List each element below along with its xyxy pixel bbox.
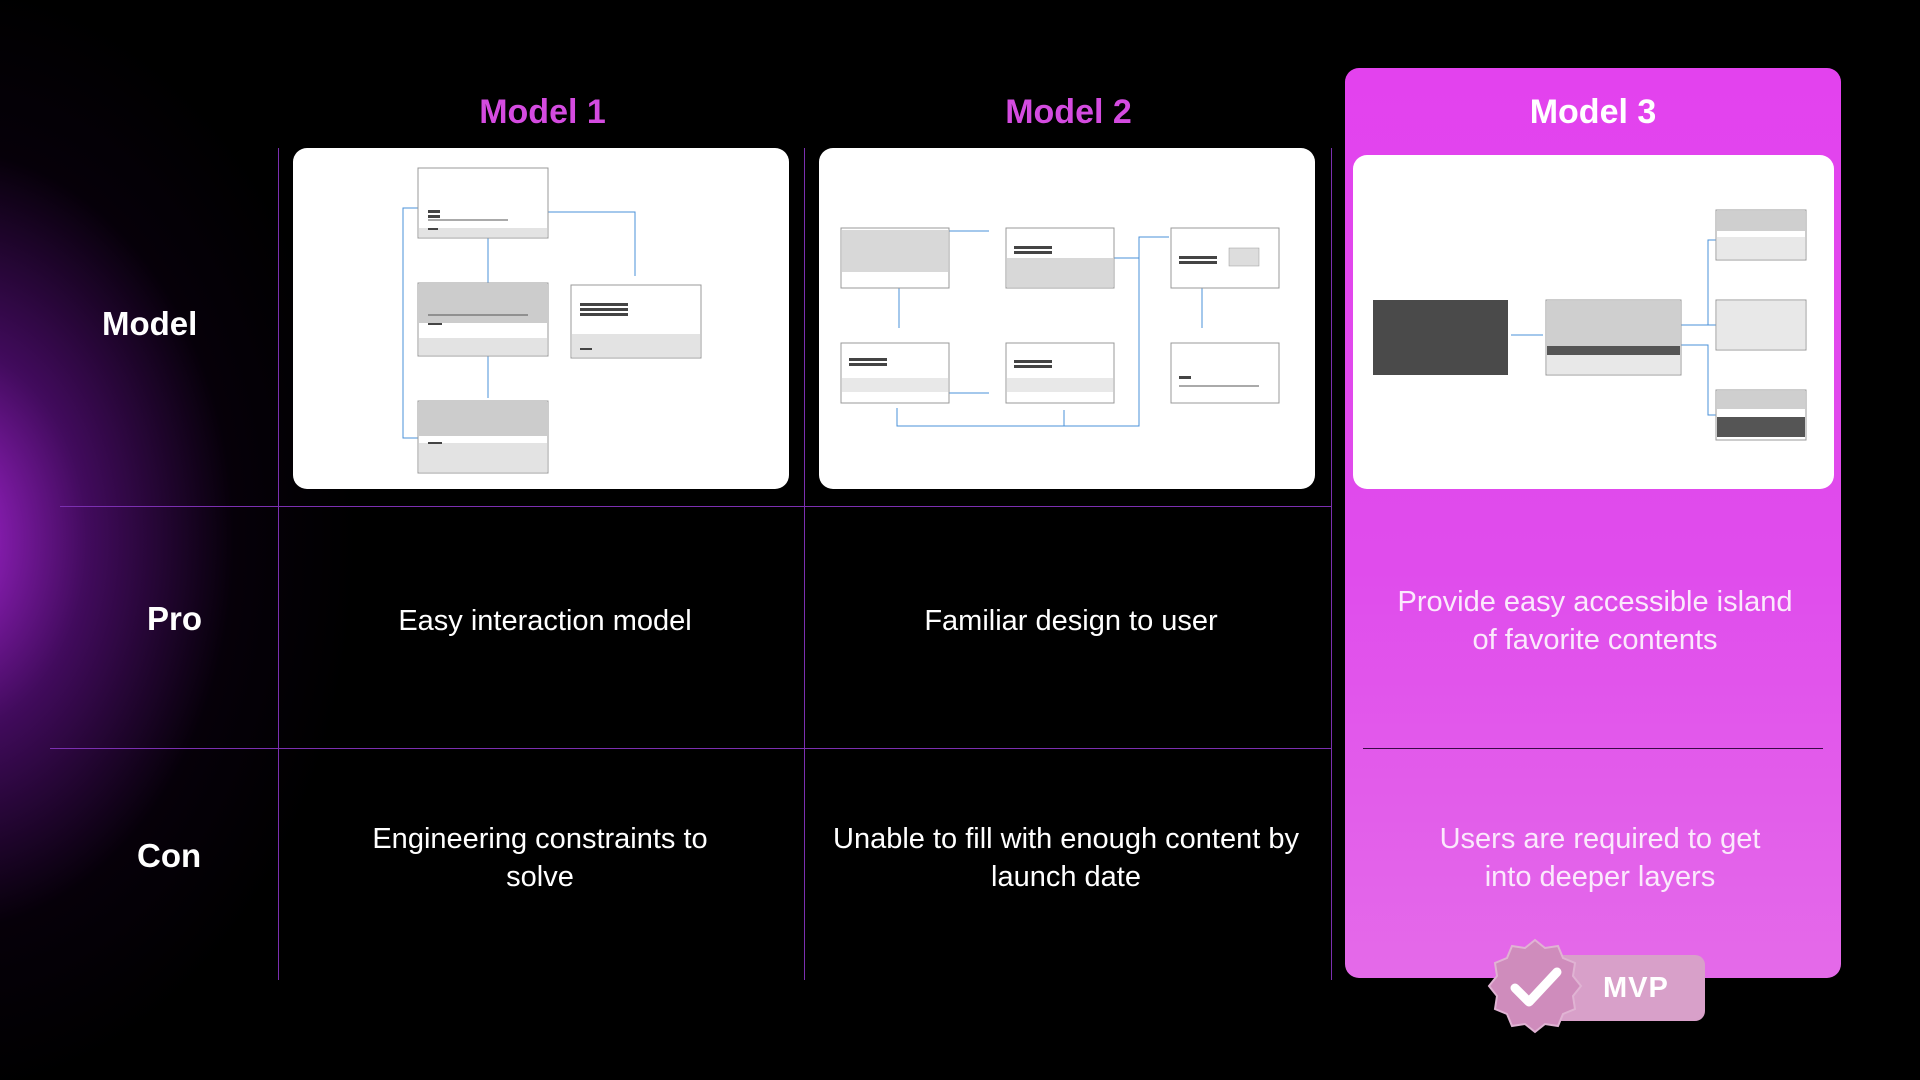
grid-vline-1: [278, 148, 279, 980]
model-3-flow-diagram: [1373, 209, 1807, 441]
column-header-model-2: Model 2: [1005, 93, 1132, 131]
con-model-2-text: Unable to fill with enough content by la…: [833, 823, 1299, 893]
pro-model-1-text: Easy interaction model: [398, 605, 692, 637]
pro-model-2-text: Familiar design to user: [924, 605, 1218, 637]
model-2-flow-diagram: [840, 227, 1280, 427]
model-1-wireframe-card: [293, 148, 789, 489]
row-label-model: Model: [102, 305, 198, 342]
row-label-con: Con: [137, 837, 202, 874]
grid-vline-2: [804, 148, 805, 980]
mvp-label: MVP: [1603, 972, 1669, 1004]
column-header-model-3: Model 3: [1529, 93, 1657, 131]
row-label-pro: Pro: [147, 600, 203, 637]
model-3-wireframe-card: [1353, 155, 1834, 489]
model-1-flow-diagram: [402, 167, 702, 474]
grid-hline-1: [60, 506, 1332, 507]
model-3-divider: [1363, 748, 1823, 749]
checkmark-seal-icon: [1487, 938, 1583, 1034]
pro-model-3-text: Provide easy accessible island of favori…: [1397, 586, 1793, 656]
model-2-wireframe-card: [819, 148, 1315, 489]
grid-vline-3: [1331, 148, 1332, 980]
grid-hline-2: [50, 748, 1332, 749]
mvp-badge: MVP: [1485, 938, 1705, 1034]
column-header-model-1: Model 1: [479, 93, 606, 131]
con-model-1-text: Engineering constraints to solve: [372, 823, 708, 893]
con-model-3-text: Users are required to get into deeper la…: [1439, 823, 1761, 893]
